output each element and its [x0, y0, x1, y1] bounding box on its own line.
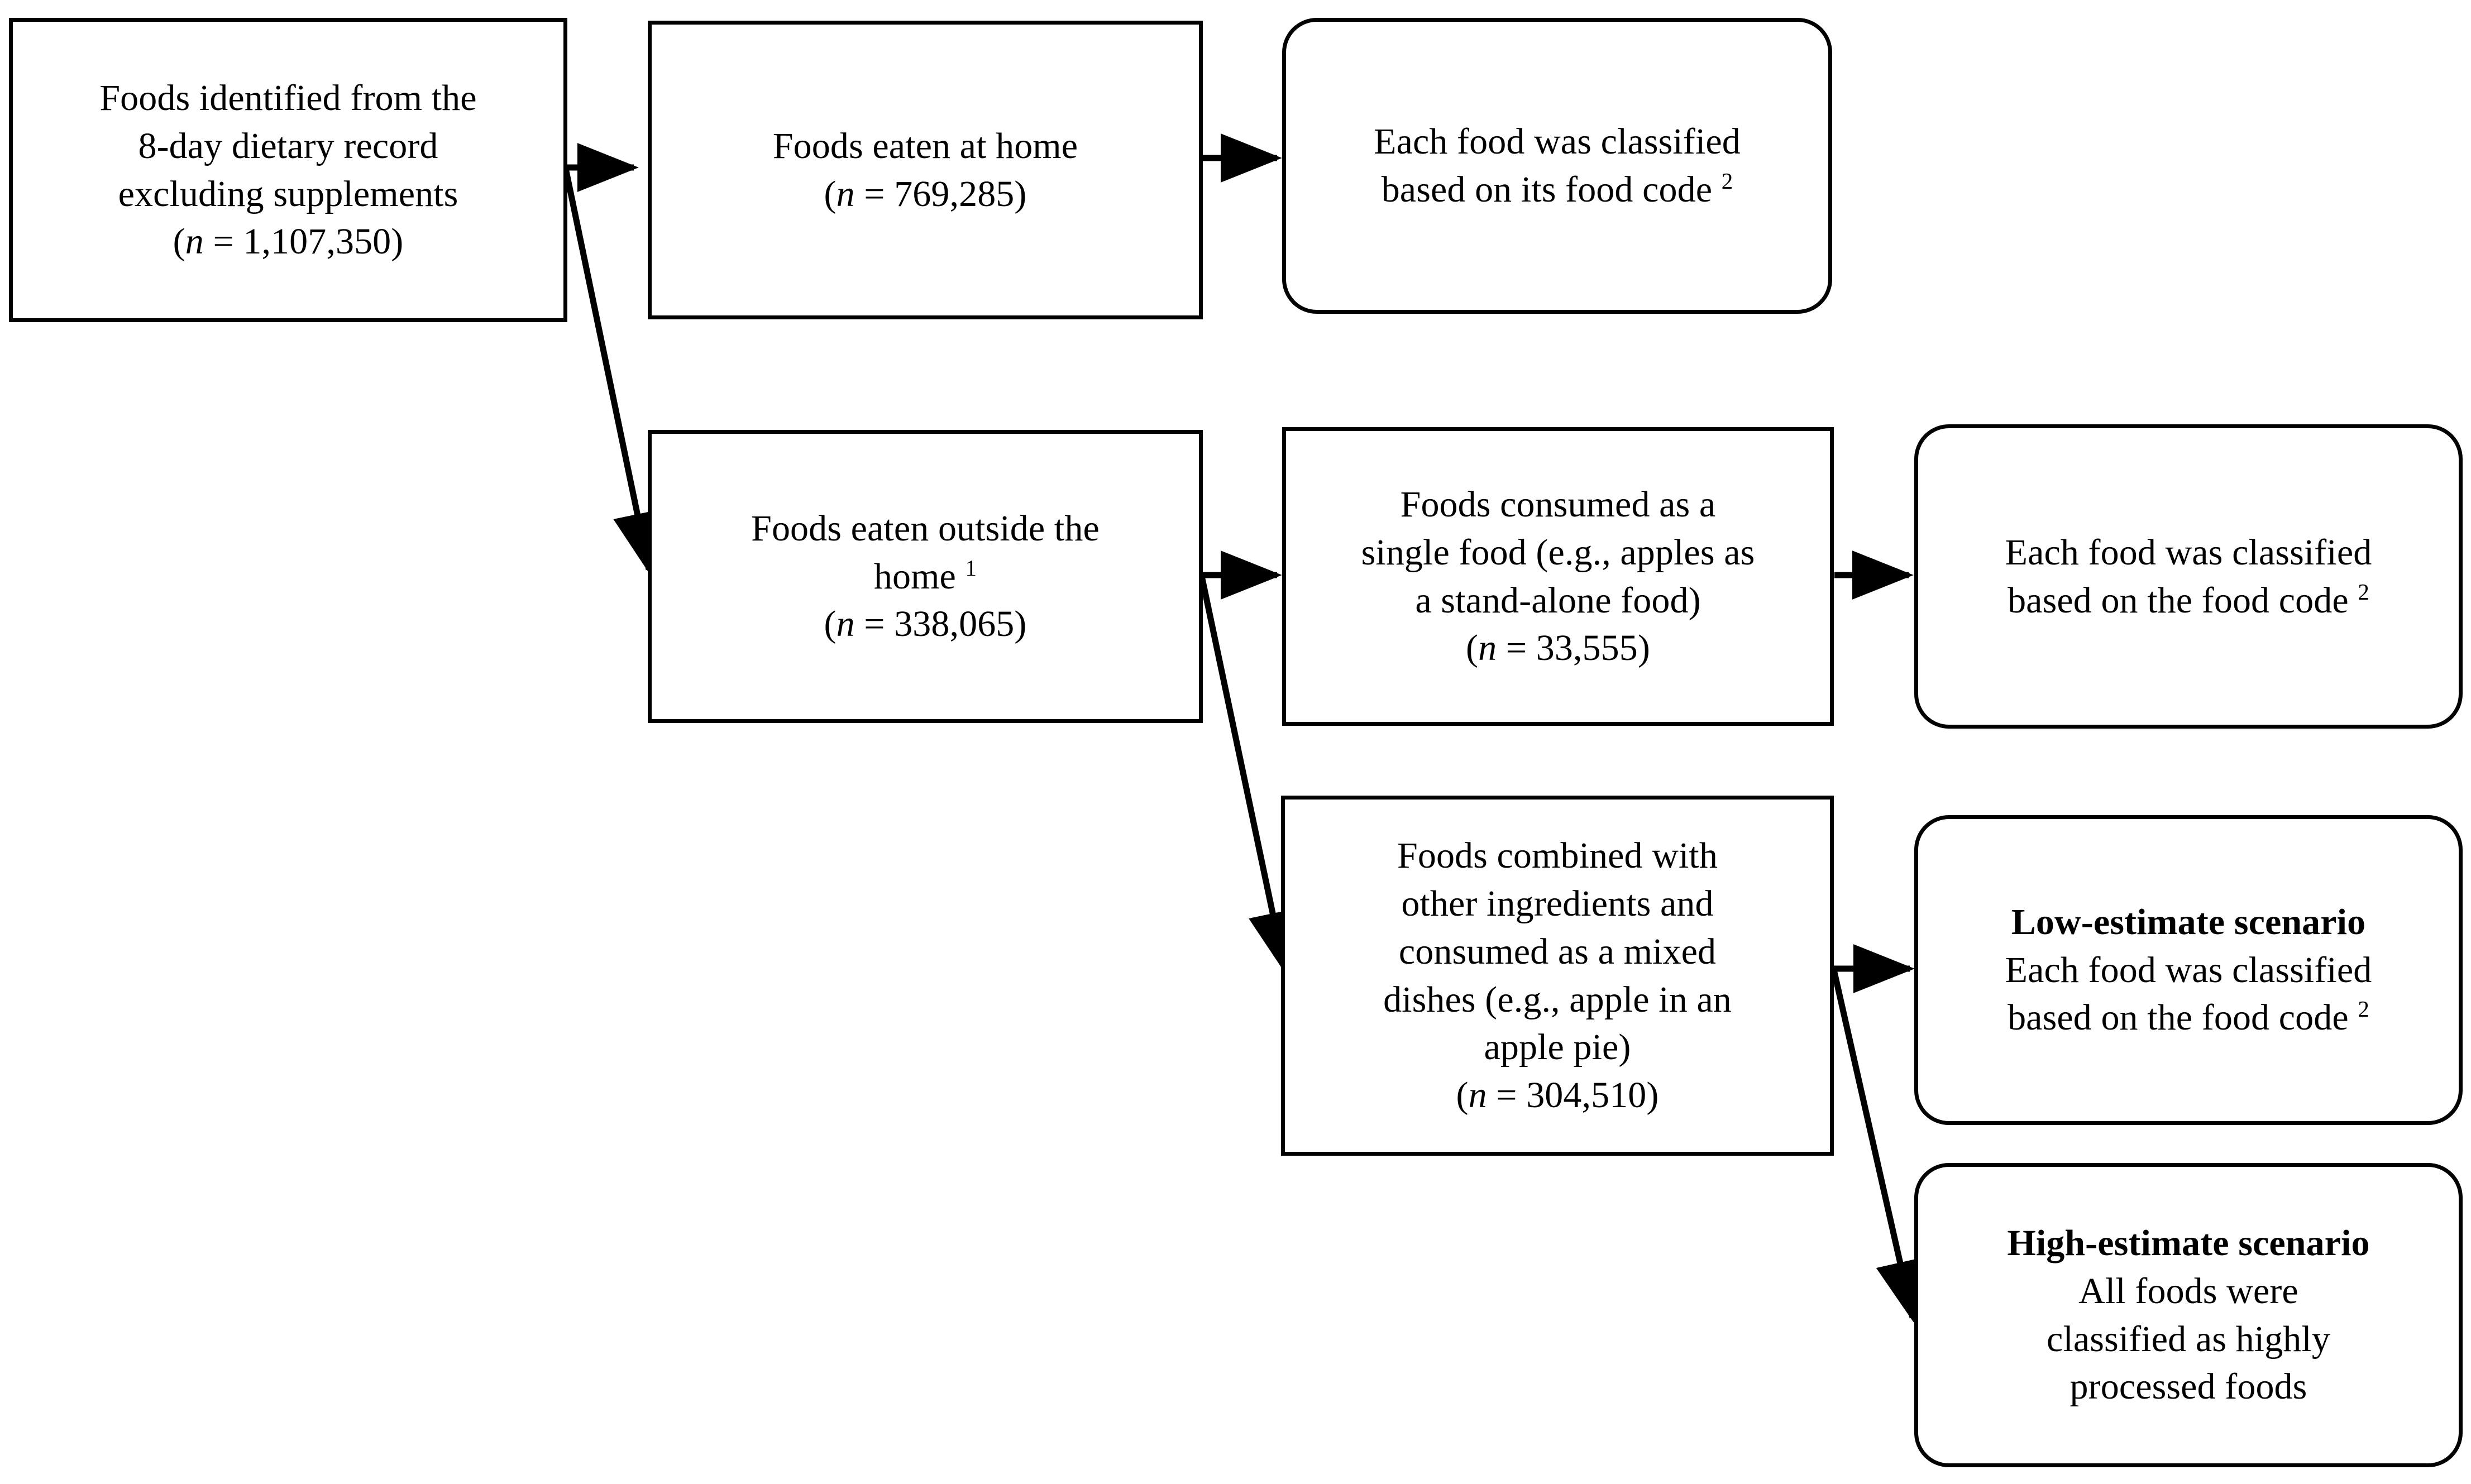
node-mixed-dishes-text: Foods combined with other ingredients an…: [1285, 832, 1830, 1119]
edge-mixed-dishes-to-high-estimate: [1830, 969, 1924, 1323]
node-foods-eaten-outside-home-line-1: Foods eaten outside the: [751, 508, 1100, 549]
footnote-marker-1: 1: [965, 555, 977, 581]
node-source-foods-text: Foods identified from the 8-day dietary …: [13, 74, 563, 266]
node-foods-eaten-at-home-text: Foods eaten at home (n = 769,285): [652, 122, 1199, 218]
node-source-foods-line-2: 8-day dietary record: [138, 125, 438, 166]
node-source-foods: Foods identified from the 8-day dietary …: [9, 18, 567, 322]
node-single-food-classified: Each food was classified based on the fo…: [1914, 424, 2463, 729]
node-source-foods-line-3: excluding supplements: [118, 173, 458, 214]
node-high-estimate-scenario-heading: High-estimate scenario: [2007, 1222, 2370, 1263]
node-mixed-dishes-line-3: consumed as a mixed: [1398, 931, 1717, 972]
node-single-food-classified-text: Each food was classified based on the fo…: [1918, 529, 2459, 625]
footnote-marker-2: 2: [2358, 579, 2369, 605]
node-single-food-line-3: a stand-alone food): [1415, 580, 1701, 621]
node-mixed-dishes-line-5: apple pie): [1484, 1027, 1631, 1068]
node-high-estimate-scenario: High-estimate scenario All foods were cl…: [1914, 1163, 2463, 1467]
node-low-estimate-scenario-text: Low-estimate scenario Each food was clas…: [1918, 898, 2459, 1042]
node-single-food-line-2: single food (e.g., apples as: [1361, 532, 1755, 573]
node-low-estimate-scenario: Low-estimate scenario Each food was clas…: [1914, 815, 2463, 1125]
node-single-food-text: Foods consumed as a single food (e.g., a…: [1286, 481, 1830, 672]
node-at-home-classified: Each food was classified based on its fo…: [1282, 18, 1832, 314]
node-foods-eaten-outside-home: Foods eaten outside the home 1 (n = 338,…: [648, 430, 1203, 723]
node-low-estimate-scenario-heading: Low-estimate scenario: [2011, 901, 2366, 942]
node-high-estimate-scenario-line-1: All foods were: [2078, 1270, 2298, 1311]
node-single-food: Foods consumed as a single food (e.g., a…: [1282, 427, 1834, 726]
node-at-home-classified-text: Each food was classified based on its fo…: [1286, 118, 1828, 214]
node-foods-eaten-outside-home-line-2: home 1: [873, 555, 977, 597]
node-at-home-classified-line-1: Each food was classified: [1374, 121, 1741, 162]
node-high-estimate-scenario-line-2: classified as highly: [2047, 1318, 2330, 1359]
node-mixed-dishes: Foods combined with other ingredients an…: [1281, 796, 1834, 1156]
node-source-foods-line-1: Foods identified from the: [99, 77, 477, 118]
node-low-estimate-scenario-line-1: Each food was classified: [2005, 949, 2372, 990]
node-single-food-classified-line-1: Each food was classified: [2005, 532, 2372, 573]
footnote-marker-2: 2: [2358, 997, 2369, 1022]
node-foods-eaten-at-home: Foods eaten at home (n = 769,285): [648, 21, 1203, 319]
node-mixed-dishes-line-4: dishes (e.g., apple in an: [1383, 979, 1732, 1020]
edge-source-to-outside-home: [562, 167, 662, 575]
node-high-estimate-scenario-line-3: processed foods: [2069, 1366, 2307, 1408]
node-single-food-classified-line-2: based on the food code 2: [2008, 579, 2369, 621]
node-foods-eaten-outside-home-count: (n = 338,065): [824, 604, 1027, 645]
node-mixed-dishes-line-1: Foods combined with: [1397, 835, 1718, 877]
node-mixed-dishes-line-2: other ingredients and: [1401, 883, 1714, 924]
node-single-food-line-1: Foods consumed as a: [1400, 484, 1716, 525]
node-foods-eaten-at-home-count: (n = 769,285): [824, 173, 1027, 214]
node-single-food-count: (n = 33,555): [1466, 628, 1650, 669]
node-source-foods-count: (n = 1,107,350): [173, 221, 404, 262]
node-foods-eaten-at-home-line-1: Foods eaten at home: [772, 125, 1078, 166]
node-at-home-classified-line-2: based on its food code 2: [1381, 169, 1733, 210]
node-high-estimate-scenario-text: High-estimate scenario All foods were cl…: [1918, 1219, 2459, 1411]
edge-outside-home-to-mixed-dishes: [1198, 575, 1297, 974]
node-mixed-dishes-count: (n = 304,510): [1456, 1075, 1659, 1116]
footnote-marker-2: 2: [1721, 169, 1733, 194]
node-foods-eaten-outside-home-text: Foods eaten outside the home 1 (n = 338,…: [652, 505, 1199, 648]
node-low-estimate-scenario-line-2: based on the food code 2: [2008, 997, 2369, 1038]
